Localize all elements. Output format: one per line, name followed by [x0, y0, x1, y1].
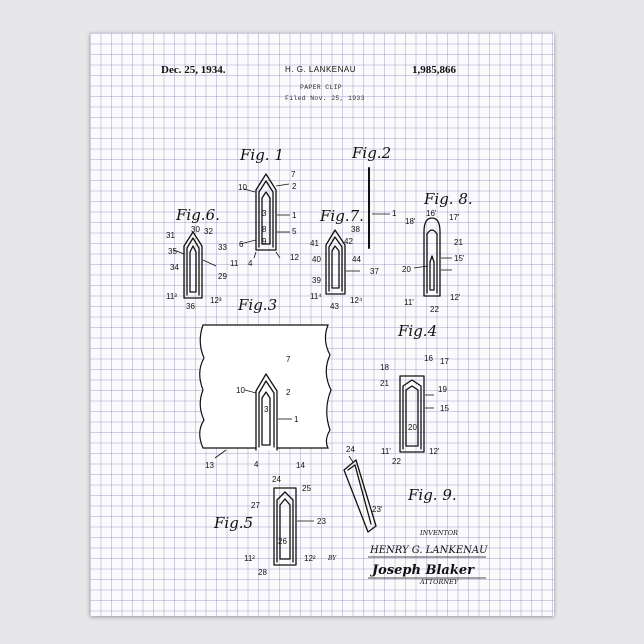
fig4-refs: 16 17 18 21 19 15 20 11' 22 12' [380, 354, 449, 466]
fig1-ref: 7 [291, 170, 296, 179]
fig5-ref: 25 [302, 484, 311, 493]
fig4-ref: 22 [392, 457, 401, 466]
fig6-ref: 36 [186, 302, 195, 311]
fig7-ref: 41 [310, 239, 319, 248]
fig7-ref: 44 [352, 255, 361, 264]
fig7-ref: 12⁴ [350, 296, 363, 305]
fig3-drawing [200, 325, 331, 458]
fig4-ref: 19 [438, 385, 447, 394]
fig2-clip: 1 [369, 168, 397, 248]
by-label: BY [327, 555, 337, 562]
fig7-ref: 38 [351, 225, 360, 234]
fig4-ref: 20 [408, 423, 417, 432]
fig6-clip [174, 232, 216, 298]
fig5-ref: 28 [258, 568, 267, 577]
fig4-label: Fig.4 [397, 322, 437, 340]
fig4-clip [400, 376, 434, 452]
fig1-ref: 4 [248, 259, 253, 268]
fig4-ref: 12' [429, 447, 440, 456]
fig6-ref: 35 [168, 247, 177, 256]
fig7-ref: 11⁴ [310, 292, 322, 301]
fig8-ref: 12' [450, 293, 461, 302]
fig9-clip [344, 456, 376, 532]
fig6-ref: 32 [204, 227, 213, 236]
fig8-ref: 18' [405, 217, 416, 226]
fig4-ref: 11' [381, 447, 391, 456]
fig4-ref: 15 [440, 404, 449, 413]
fig7-label: Fig.7. [319, 207, 364, 225]
fig6-ref: 33 [218, 243, 227, 252]
fig1-ref: 9 [262, 237, 267, 246]
fig4-ref: 16 [424, 354, 433, 363]
fig2-ref: 1 [392, 209, 397, 218]
fig1-label: Fig. 1 [239, 146, 284, 164]
fig8-ref: 11' [404, 298, 414, 307]
fig1-ref: 12 [290, 253, 299, 262]
fig8-ref: 22 [430, 305, 439, 314]
fig5-ref: 26 [278, 537, 287, 546]
fig3-ref: 2 [286, 388, 291, 397]
fig9-ref: 23' [372, 505, 383, 514]
fig3-ref: 3 [264, 405, 269, 414]
inventor-label: INVENTOR [419, 529, 458, 537]
fig6-ref: 12³ [210, 296, 222, 305]
fig3-ref: 1 [294, 415, 299, 424]
fig3-ref: 13 [205, 461, 214, 470]
fig3-ref: 7 [286, 355, 291, 364]
fig6-ref: 31 [166, 231, 175, 240]
fig1-ref: 8 [262, 225, 267, 234]
fig1-ref: 1 [292, 211, 297, 220]
fig1-ref: 2 [292, 182, 297, 191]
fig1-ref: 10 [238, 183, 247, 192]
fig1-ref: 11 [230, 259, 239, 268]
fig5-ref: 24 [272, 475, 281, 484]
fig3-ref: 10 [236, 386, 245, 395]
fig9-ref: 24 [346, 445, 355, 454]
fig3-ref: 4 [254, 460, 259, 469]
fig1-refs: 7 2 10 1 3 8 5 9 6 4 11 12 [230, 170, 299, 268]
fig6-label: Fig.6. [175, 206, 220, 224]
fig6-ref: 34 [170, 263, 179, 272]
fig4-ref: 18 [380, 363, 389, 372]
fig9-label: Fig. 9. [407, 486, 457, 504]
fig6-ref: 30 [191, 225, 200, 234]
fig8-ref: 15' [454, 254, 465, 263]
fig1-ref: 5 [292, 227, 297, 236]
fig3-label: Fig.3 [237, 296, 277, 314]
fig5-ref: 23 [317, 517, 326, 526]
fig2-label: Fig.2 [351, 144, 391, 162]
fig4-ref: 17 [440, 357, 449, 366]
fig9-refs: 24 23' [346, 445, 383, 514]
fig7-ref: 43 [330, 302, 339, 311]
fig5-label: Fig.5 [213, 514, 253, 532]
fig7-ref: 40 [312, 255, 321, 264]
fig5-refs: 24 25 27 23 26 11² 12² 28 [244, 475, 326, 577]
fig8-ref: 21 [454, 238, 463, 247]
signature-block: INVENTOR HENRY G. LANKENAU BY Joseph Bla… [327, 529, 488, 586]
inventor-signature: HENRY G. LANKENAU [369, 545, 488, 556]
fig3-ref: 14 [296, 461, 305, 470]
attorney-label: ATTORNEY [419, 578, 459, 586]
fig7-ref: 42 [344, 237, 353, 246]
fig6-ref: 29 [218, 272, 227, 281]
fig7-ref: 39 [312, 276, 321, 285]
fig8-ref: 16' [426, 209, 437, 218]
fig4-ref: 21 [380, 379, 389, 388]
fig1-ref: 3 [262, 209, 267, 218]
fig1-ref: 6 [239, 240, 244, 249]
fig6-ref: 11³ [166, 292, 177, 301]
fig8-ref: 17' [449, 213, 460, 222]
fig8-label: Fig. 8. [423, 190, 473, 208]
fig5-ref: 11² [244, 554, 255, 563]
fig5-ref: 12² [304, 554, 316, 563]
fig7-ref: 37 [370, 267, 379, 276]
fig8-ref: 20 [402, 265, 411, 274]
fig5-ref: 27 [251, 501, 260, 510]
fig8-clip [414, 218, 452, 296]
attorney-signature: Joseph Blaker [369, 563, 475, 578]
